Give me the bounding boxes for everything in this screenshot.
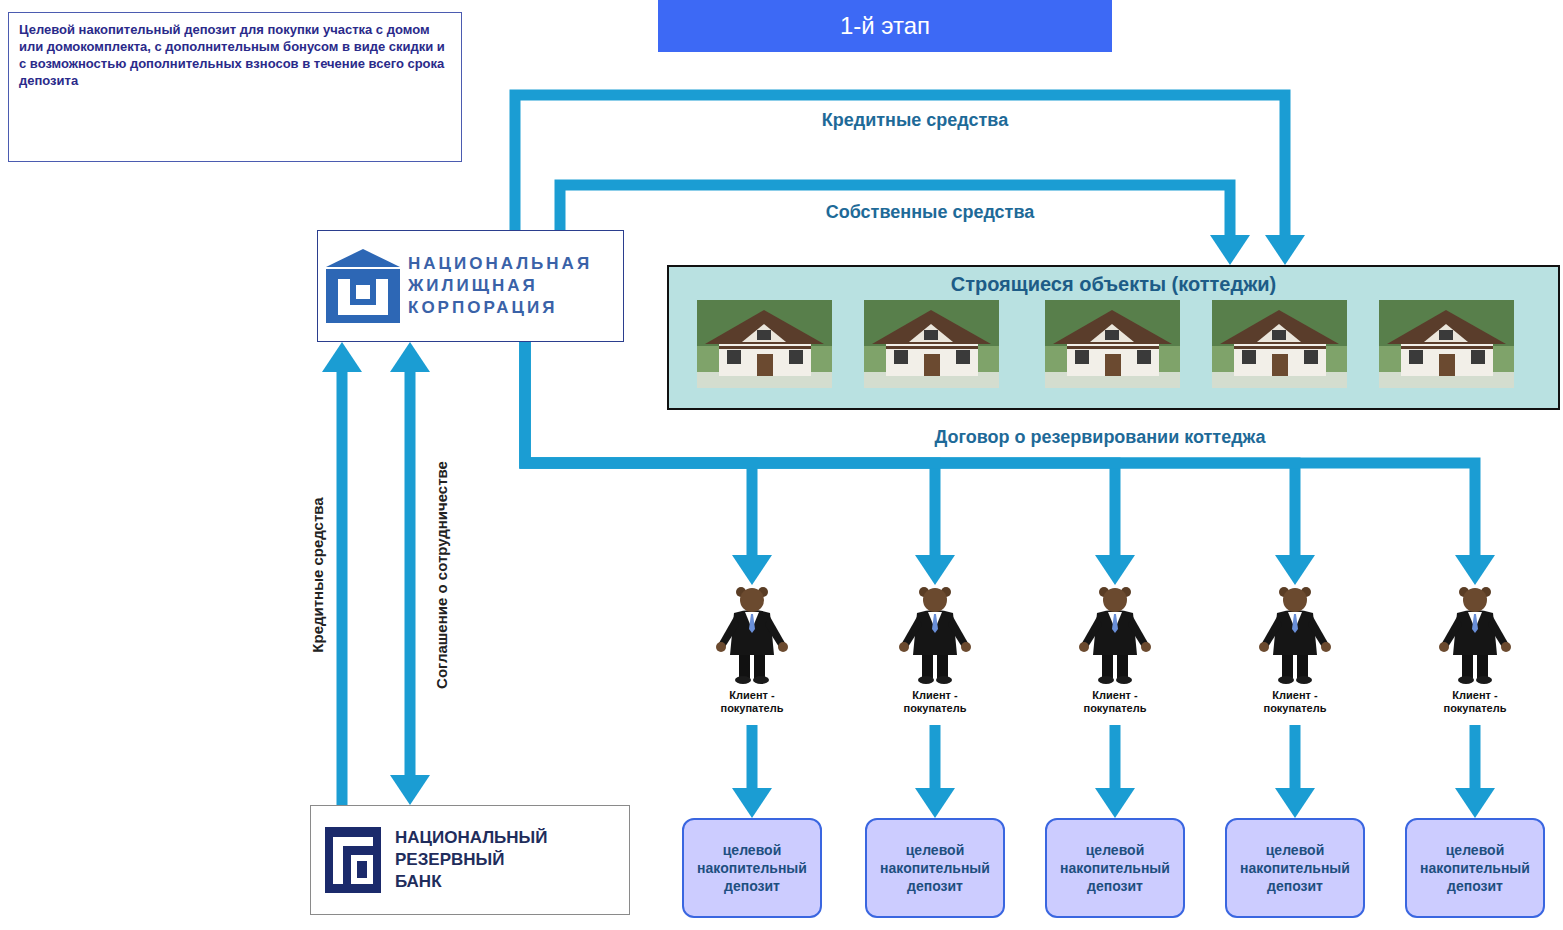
cottage-picture (1379, 300, 1514, 388)
deposit-text: целевой накопительный депозит (873, 841, 997, 895)
flow-arrow (322, 342, 362, 805)
person-figure (1255, 585, 1335, 685)
arrow-head (732, 788, 772, 818)
arrow-head (732, 555, 772, 585)
arrow-head (1275, 555, 1315, 585)
bank-text: НАЦИОНАЛЬНЫЙ РЕЗЕРВНЫЙ БАНК (395, 827, 570, 893)
client-figure: Клиент - покупатель (692, 585, 812, 725)
title-band: 1-й этап (658, 0, 1112, 52)
cottage-picture (864, 300, 999, 388)
bank-logo (325, 827, 381, 893)
description-box: Целевой накопительный депозит для покупк… (8, 12, 462, 162)
client-text: Клиент - покупатель (893, 689, 977, 715)
arrow-head (915, 788, 955, 818)
flow-arrow (732, 725, 772, 818)
arrow-head (1275, 788, 1315, 818)
corporation-logo (326, 249, 400, 323)
person-figure (712, 585, 792, 685)
title-text: 1-й этап (658, 0, 1112, 52)
cottage-picture (1212, 300, 1347, 388)
arrow-head (915, 555, 955, 585)
arrow-head (1095, 555, 1135, 585)
arrow-line (1470, 725, 1481, 788)
client-text: Клиент - покупатель (710, 689, 794, 715)
edge-label: Кредитные средства (822, 109, 1008, 131)
info-text: Целевой накопительный депозит для покупк… (19, 21, 451, 89)
deposit-text: целевой накопительный депозит (1053, 841, 1177, 895)
arrow-line (1110, 725, 1121, 788)
person-figure (1075, 585, 1155, 685)
cottage-picture (1045, 300, 1180, 388)
edge-label: Договор о резервировании коттеджа (934, 426, 1265, 448)
arrow-line (337, 372, 348, 805)
edge-label: Собственные средства (826, 201, 1035, 223)
flow-arrow (1455, 725, 1495, 818)
deposit-text: целевой накопительный депозит (1233, 841, 1357, 895)
flow-arrow (560, 185, 1250, 265)
flow-arrow (1095, 725, 1135, 818)
deposit-box: целевой накопительный депозит (1405, 818, 1545, 918)
deposit-box: целевой накопительный депозит (865, 818, 1005, 918)
flow-arrow (390, 342, 430, 805)
person-figure (1435, 585, 1515, 685)
client-text: Клиент - покупатель (1253, 689, 1337, 715)
corporation-box: НАЦИОНАЛЬНАЯ ЖИЛИЩНАЯ КОРПОРАЦИЯ (317, 230, 624, 342)
deposit-text: целевой накопительный депозит (690, 841, 814, 895)
arrow-line (1290, 725, 1301, 788)
objects-text: Строящиеся объекты (коттеджи) (669, 272, 1558, 296)
client-figure: Клиент - покупатель (1055, 585, 1175, 725)
arrow-head (1095, 788, 1135, 818)
arrow-line (930, 725, 941, 788)
deposit-text: целевой накопительный депозит (1413, 841, 1537, 895)
deposit-box: целевой накопительный депозит (682, 818, 822, 918)
edge-label: Кредитные средства (309, 497, 327, 652)
arrow-head (1455, 788, 1495, 818)
arrow-line (747, 725, 758, 788)
cottage-picture (697, 300, 832, 388)
client-figure: Клиент - покупатель (1415, 585, 1535, 725)
flow-arrow (915, 725, 955, 818)
flow-arrow (1275, 725, 1315, 818)
arrow-head (322, 342, 362, 372)
corp-text: НАЦИОНАЛЬНАЯ ЖИЛИЩНАЯ КОРПОРАЦИЯ (408, 253, 613, 319)
arrow-head (1265, 235, 1305, 265)
deposit-box: целевой накопительный депозит (1045, 818, 1185, 918)
arrow-line (405, 372, 416, 775)
arrow-head (390, 342, 430, 372)
bank-box: НАЦИОНАЛЬНЫЙ РЕЗЕРВНЫЙ БАНК (310, 805, 630, 915)
person-figure (895, 585, 975, 685)
arrow-head (1210, 235, 1250, 265)
client-figure: Клиент - покупатель (1235, 585, 1355, 725)
client-figure: Клиент - покупатель (875, 585, 995, 725)
objects-panel: Строящиеся объекты (коттеджи) (667, 265, 1560, 410)
deposit-box: целевой накопительный депозит (1225, 818, 1365, 918)
arrow-head (1455, 555, 1495, 585)
client-text: Клиент - покупатель (1073, 689, 1157, 715)
client-text: Клиент - покупатель (1433, 689, 1517, 715)
flow-arrow (515, 95, 1305, 265)
edge-label: Соглашение о сотрудничестве (433, 461, 451, 689)
arrow-head (390, 775, 430, 805)
arrow-line (560, 185, 1230, 235)
arrow-line (515, 95, 1285, 235)
